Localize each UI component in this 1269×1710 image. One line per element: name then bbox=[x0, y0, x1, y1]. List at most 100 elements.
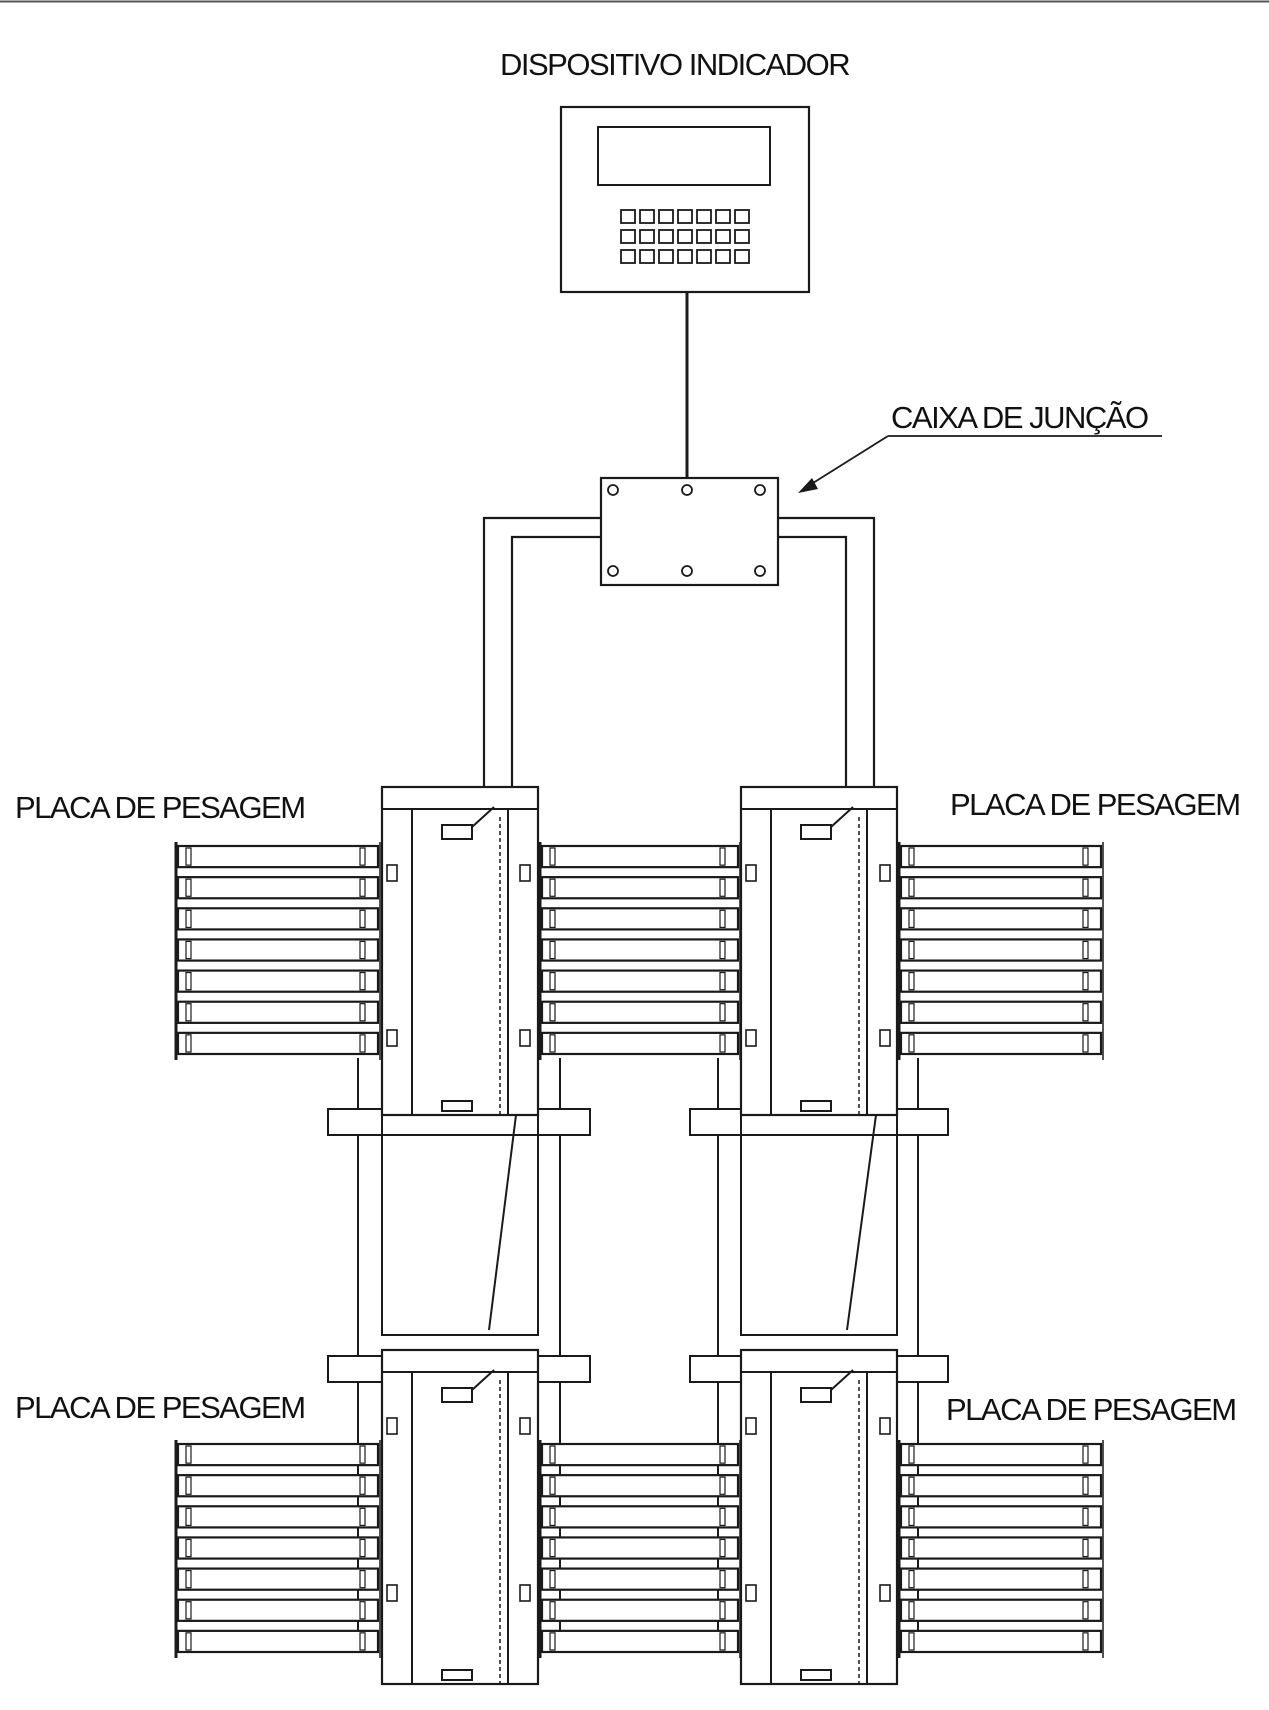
plate-slat bbox=[176, 1031, 380, 1056]
keypad-key bbox=[696, 209, 712, 224]
slat-stud bbox=[185, 1569, 192, 1589]
plate-slat bbox=[540, 844, 740, 869]
plate-slat bbox=[176, 1629, 380, 1654]
slat-stud bbox=[908, 1507, 915, 1527]
keypad-key bbox=[677, 229, 693, 244]
plate-label-top-left: PLACA DE PESAGEM bbox=[15, 790, 305, 825]
slat-stud bbox=[908, 1601, 915, 1620]
junction-leader-line bbox=[804, 435, 889, 489]
slat-stud bbox=[185, 1538, 192, 1558]
plate-slat bbox=[176, 1474, 380, 1498]
slat-stud bbox=[908, 878, 915, 897]
slat-stud bbox=[549, 1538, 556, 1558]
slat-stud bbox=[1082, 878, 1089, 897]
module-foot bbox=[800, 1669, 832, 1681]
cable-left-outer bbox=[482, 516, 601, 787]
slat-stud bbox=[719, 1632, 726, 1651]
plate-label-bottom-left: PLACA DE PESAGEM bbox=[15, 1390, 305, 1425]
slat-stud bbox=[549, 1476, 556, 1495]
plate-slat bbox=[899, 907, 1103, 931]
slat-stud bbox=[719, 878, 726, 897]
slat-stud bbox=[549, 847, 556, 866]
indicator-keypad bbox=[620, 209, 750, 264]
module-clip bbox=[386, 864, 398, 882]
module-clip bbox=[386, 1584, 398, 1602]
slat-stud bbox=[549, 1445, 556, 1464]
slat-stud bbox=[1082, 909, 1089, 929]
slat-stud bbox=[185, 909, 192, 929]
module-bracket bbox=[471, 1369, 495, 1391]
slat-stud bbox=[719, 1476, 726, 1495]
plate-slat bbox=[540, 1442, 740, 1467]
keypad-key bbox=[734, 229, 750, 244]
slat-stud bbox=[719, 1445, 726, 1464]
slat-stud bbox=[359, 1003, 366, 1022]
plate-slat bbox=[540, 1031, 740, 1056]
module-top-right bbox=[739, 785, 899, 1117]
slat-stud bbox=[185, 1632, 192, 1651]
slat-stud bbox=[908, 940, 915, 960]
slat-stud bbox=[359, 847, 366, 866]
slat-stud bbox=[719, 1538, 726, 1558]
weighing-plate-top-right bbox=[897, 842, 1104, 1060]
screw-icon bbox=[681, 565, 693, 577]
slat-stud bbox=[719, 909, 726, 929]
slat-stud bbox=[1082, 847, 1089, 866]
indicator-housing bbox=[559, 105, 811, 294]
screw-icon bbox=[754, 484, 766, 496]
module-frame-outer bbox=[380, 1348, 540, 1686]
slat-stud bbox=[549, 878, 556, 897]
frame-middle-panel bbox=[740, 1109, 898, 1336]
module-clip bbox=[519, 1417, 531, 1435]
module-clip bbox=[879, 1584, 891, 1602]
module-bottom-right bbox=[739, 1348, 899, 1686]
plate-slat bbox=[176, 1505, 380, 1529]
slat-stud bbox=[1082, 1601, 1089, 1620]
module-foot bbox=[441, 1669, 473, 1681]
weighing-plate-top-center bbox=[538, 842, 741, 1060]
module-foot bbox=[441, 1100, 473, 1112]
plate-slat bbox=[176, 1442, 380, 1467]
slat-stud bbox=[719, 1507, 726, 1527]
module-clip bbox=[386, 1029, 398, 1047]
weighing-plate-bottom-left bbox=[174, 1440, 381, 1658]
plate-slat bbox=[540, 907, 740, 931]
screw-icon bbox=[754, 565, 766, 577]
module-top-left bbox=[380, 785, 540, 1117]
module-clip bbox=[386, 1417, 398, 1435]
slat-stud bbox=[359, 1569, 366, 1589]
module-load-cell bbox=[441, 1387, 473, 1403]
module-foot bbox=[800, 1100, 832, 1112]
slat-stud bbox=[1082, 1632, 1089, 1651]
slat-stud bbox=[185, 1034, 192, 1053]
cable-left-inner bbox=[510, 535, 601, 787]
slat-stud bbox=[1082, 1445, 1089, 1464]
slat-stud bbox=[359, 1538, 366, 1558]
screw-icon bbox=[607, 565, 619, 577]
module-load-cell bbox=[441, 824, 473, 840]
plate-slat bbox=[176, 1567, 380, 1591]
keypad-key bbox=[696, 229, 712, 244]
module-bottom-left bbox=[380, 1348, 540, 1686]
slat-stud bbox=[1082, 940, 1089, 960]
keypad-key bbox=[620, 229, 636, 244]
slat-stud bbox=[185, 1601, 192, 1620]
plate-slat bbox=[176, 1536, 380, 1560]
keypad-key bbox=[734, 249, 750, 264]
plate-slat bbox=[176, 1000, 380, 1024]
module-clip bbox=[519, 1029, 531, 1047]
slat-stud bbox=[719, 847, 726, 866]
plate-slat bbox=[899, 876, 1103, 900]
cable-right-outer bbox=[778, 516, 876, 787]
module-clip bbox=[879, 864, 891, 882]
keypad-key bbox=[677, 249, 693, 264]
frame-diagonal bbox=[846, 1114, 877, 1331]
plate-slat bbox=[899, 1567, 1103, 1591]
module-frame-outer bbox=[739, 785, 899, 1117]
plate-cables bbox=[482, 516, 876, 787]
slat-stud bbox=[549, 971, 556, 991]
module-load-cell bbox=[800, 824, 832, 840]
slat-stud bbox=[719, 1003, 726, 1022]
junction-box bbox=[599, 476, 780, 587]
